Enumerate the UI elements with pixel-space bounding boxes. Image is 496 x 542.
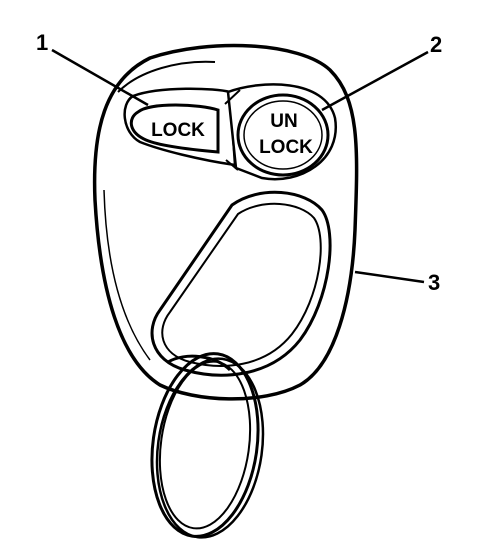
leader-line-2 — [321, 50, 429, 112]
leader-line-1 — [51, 48, 149, 107]
callout-2: 2 — [430, 32, 442, 57]
split-key-ring — [150, 352, 265, 539]
unlock-button[interactable]: UN LOCK — [236, 93, 330, 177]
key-ring-slot — [150, 190, 332, 377]
callout-leaders — [51, 48, 429, 284]
unlock-button-label-line2: LOCK — [259, 137, 313, 158]
leader-line-3 — [354, 270, 425, 284]
lock-button[interactable]: LOCK — [129, 103, 220, 154]
callout-1: 1 — [36, 30, 48, 55]
lock-button-label: LOCK — [151, 120, 205, 141]
unlock-button-label-line1: UN — [270, 111, 297, 132]
callout-3: 3 — [428, 270, 440, 295]
